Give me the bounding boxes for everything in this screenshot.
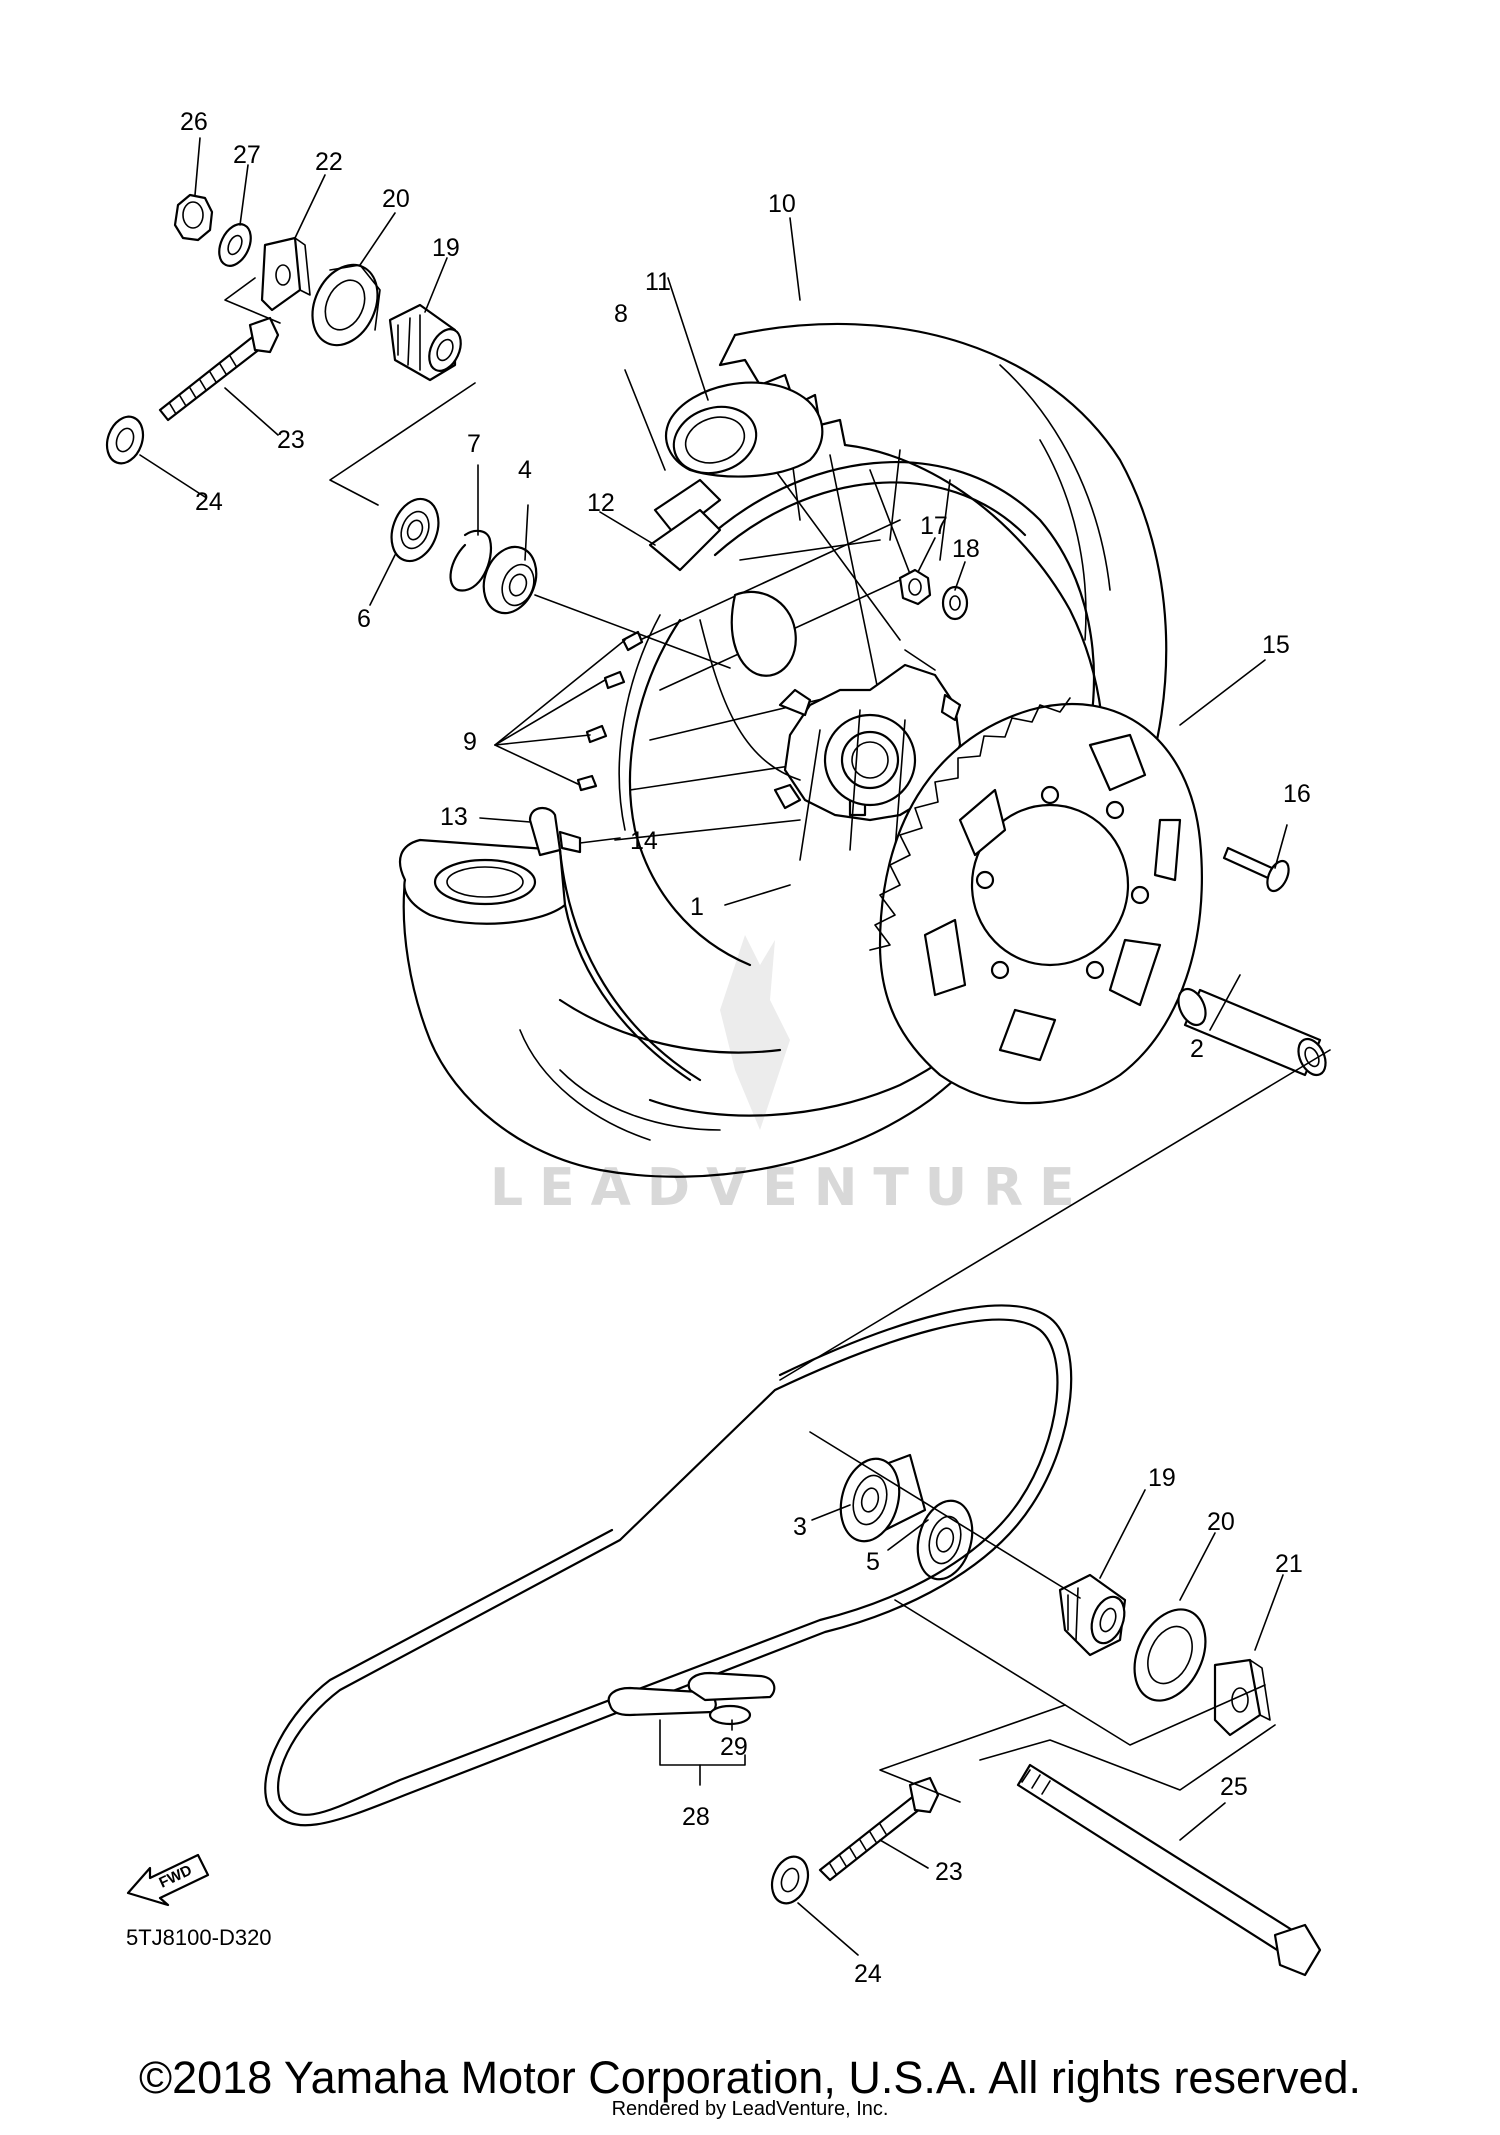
diagram-code: 5TJ8100-D320 [126, 1925, 272, 1950]
callout-2: 2 [1190, 1035, 1204, 1063]
callout-26: 26 [180, 108, 208, 136]
callout-17: 17 [920, 512, 948, 540]
nut-24-upper [105, 415, 145, 465]
callout-10: 10 [768, 190, 796, 218]
callout-28: 28 [682, 1803, 710, 1831]
washer-18 [941, 585, 969, 621]
callout-20-upper: 20 [382, 185, 410, 213]
callout-16: 16 [1283, 780, 1311, 808]
callout-24-upper: 24 [195, 488, 223, 516]
axle-25 [1016, 1763, 1322, 1977]
bearing-6 [390, 497, 440, 563]
callout-labels: 26 27 22 20 19 23 24 6 7 4 8 11 10 12 17… [180, 108, 1311, 1988]
callout-21: 21 [1275, 1550, 1303, 1578]
oil-seal-20-upper [311, 263, 381, 347]
callout-19-upper: 19 [432, 234, 460, 262]
circlip-7 [449, 529, 493, 592]
hub [699, 590, 962, 861]
callout-23-lower: 23 [935, 1858, 963, 1886]
callout-13: 13 [440, 803, 468, 831]
nut-24-lower [770, 1855, 810, 1905]
collar-19-upper [388, 303, 462, 382]
callout-1: 1 [690, 893, 704, 921]
tire-section [398, 838, 782, 1082]
callout-4: 4 [518, 456, 532, 484]
bolt-16 [1222, 846, 1290, 893]
callout-3: 3 [793, 1513, 807, 1541]
callout-18: 18 [952, 535, 980, 563]
chain-puller-22 [260, 236, 311, 312]
callout-22: 22 [315, 148, 343, 176]
bearing-4 [482, 545, 538, 615]
callout-24-lower: 24 [854, 1960, 882, 1988]
callout-15: 15 [1262, 631, 1290, 659]
callout-14: 14 [630, 827, 658, 855]
chain-puller-21 [1213, 1658, 1271, 1737]
spoke-nipples-9 [576, 630, 644, 792]
drive-chain-28 [264, 1304, 1073, 1827]
collar-19-lower [1058, 1573, 1127, 1657]
callout-5: 5 [866, 1548, 880, 1576]
callout-12: 12 [587, 489, 615, 517]
callout-29: 29 [720, 1733, 748, 1761]
master-link-29 [607, 1671, 776, 1726]
copyright-notice: ©2018 Yamaha Motor Corporation, U.S.A. A… [138, 2052, 1362, 2103]
sprocket [869, 697, 1203, 1105]
callout-25: 25 [1220, 1773, 1248, 1801]
bolt-23-upper [158, 316, 280, 422]
bolt-23-lower [818, 1776, 940, 1882]
tube-and-valve [648, 381, 824, 572]
oil-seal-20-lower [1133, 1608, 1207, 1702]
rendered-by-notice: Rendered by LeadVenture, Inc. [611, 2098, 889, 2120]
callout-9: 9 [463, 728, 477, 756]
bearing-3 [839, 1453, 927, 1543]
nut-17 [898, 568, 932, 606]
rim-lock-13 [528, 807, 582, 857]
watermark-text: LEADVENTURE [490, 1158, 1091, 1218]
callout-7: 7 [467, 430, 481, 458]
callout-20-lower: 20 [1207, 1508, 1235, 1536]
callout-19-lower: 19 [1148, 1464, 1176, 1492]
callout-23-upper: 23 [277, 426, 305, 454]
nut-26 [173, 193, 214, 242]
callout-6: 6 [357, 605, 371, 633]
callout-27: 27 [233, 141, 261, 169]
washer-27 [218, 223, 252, 267]
leader-lines [139, 137, 1331, 1956]
collar-2 [1177, 987, 1327, 1077]
fwd-arrow-icon: FWD [126, 1853, 210, 1907]
callout-11: 11 [645, 268, 671, 296]
callout-8: 8 [614, 300, 628, 328]
